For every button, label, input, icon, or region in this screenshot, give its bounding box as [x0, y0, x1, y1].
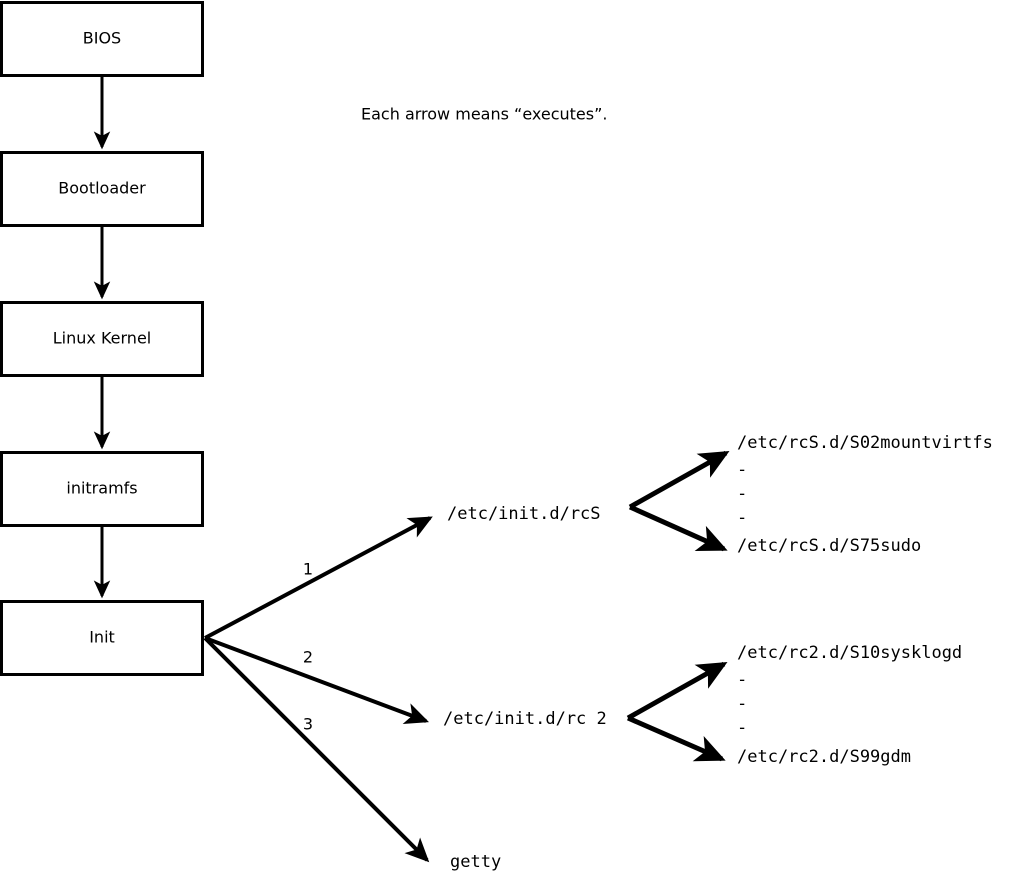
stage-initramfs: initramfs — [0, 451, 204, 527]
arrow-init-to-rcs — [204, 516, 433, 640]
stage-bootloader: Bootloader — [0, 151, 204, 227]
label-rcs-first-script: /etc/rcS.d/S02mountvirtfs — [737, 433, 993, 453]
stage-bios: BIOS — [0, 1, 204, 77]
label-getty: getty — [450, 852, 501, 872]
stage-init: Init — [0, 600, 204, 676]
rc2-ellipsis-dash-2: - — [737, 694, 747, 714]
label-rcs-last-script: /etc/rcS.d/S75sudo — [737, 536, 921, 556]
arrow-init-to-rc2 — [204, 636, 429, 724]
arrow-rcs-to-last-script — [628, 504, 728, 552]
label-rcs-script: /etc/init.d/rcS — [447, 504, 601, 524]
rc2-ellipsis-dash-3: - — [737, 718, 747, 738]
rcs-ellipsis-dash-1: - — [737, 460, 747, 480]
stage-box-initramfs — [0, 451, 204, 527]
label-rc2-script: /etc/init.d/rc 2 — [443, 709, 607, 729]
rcs-ellipsis-dash-3: - — [737, 508, 747, 528]
diagram-caption: Each arrow means “executes”. — [361, 105, 607, 124]
branch-number-1: 1 — [303, 560, 313, 579]
rc2-ellipsis-dash-1: - — [737, 670, 747, 690]
stage-label-kernel: Linux Kernel — [53, 329, 151, 348]
arrow-init-to-getty — [203, 636, 430, 863]
rcs-ellipsis-dash-2: - — [737, 484, 747, 504]
arrow-rc2-to-last-script — [627, 715, 726, 762]
stage-box-bootloader — [0, 151, 204, 227]
arrow-rc2-to-first-script — [626, 661, 728, 721]
branch-number-2: 2 — [303, 648, 313, 667]
stage-label-initramfs: initramfs — [66, 479, 137, 498]
stage-kernel: Linux Kernel — [0, 301, 204, 377]
stage-box-init — [0, 600, 204, 676]
stage-box-bios — [0, 1, 204, 77]
stage-box-kernel — [0, 301, 204, 377]
stage-label-bootloader: Bootloader — [58, 179, 146, 198]
arrow-rcs-to-first-script — [628, 450, 730, 510]
stage-label-init: Init — [89, 628, 115, 647]
branch-number-3: 3 — [303, 715, 313, 734]
label-rc2-last-script: /etc/rc2.d/S99gdm — [737, 747, 911, 767]
label-rc2-first-script: /etc/rc2.d/S10sysklogd — [737, 643, 962, 663]
stage-label-bios: BIOS — [83, 29, 121, 48]
